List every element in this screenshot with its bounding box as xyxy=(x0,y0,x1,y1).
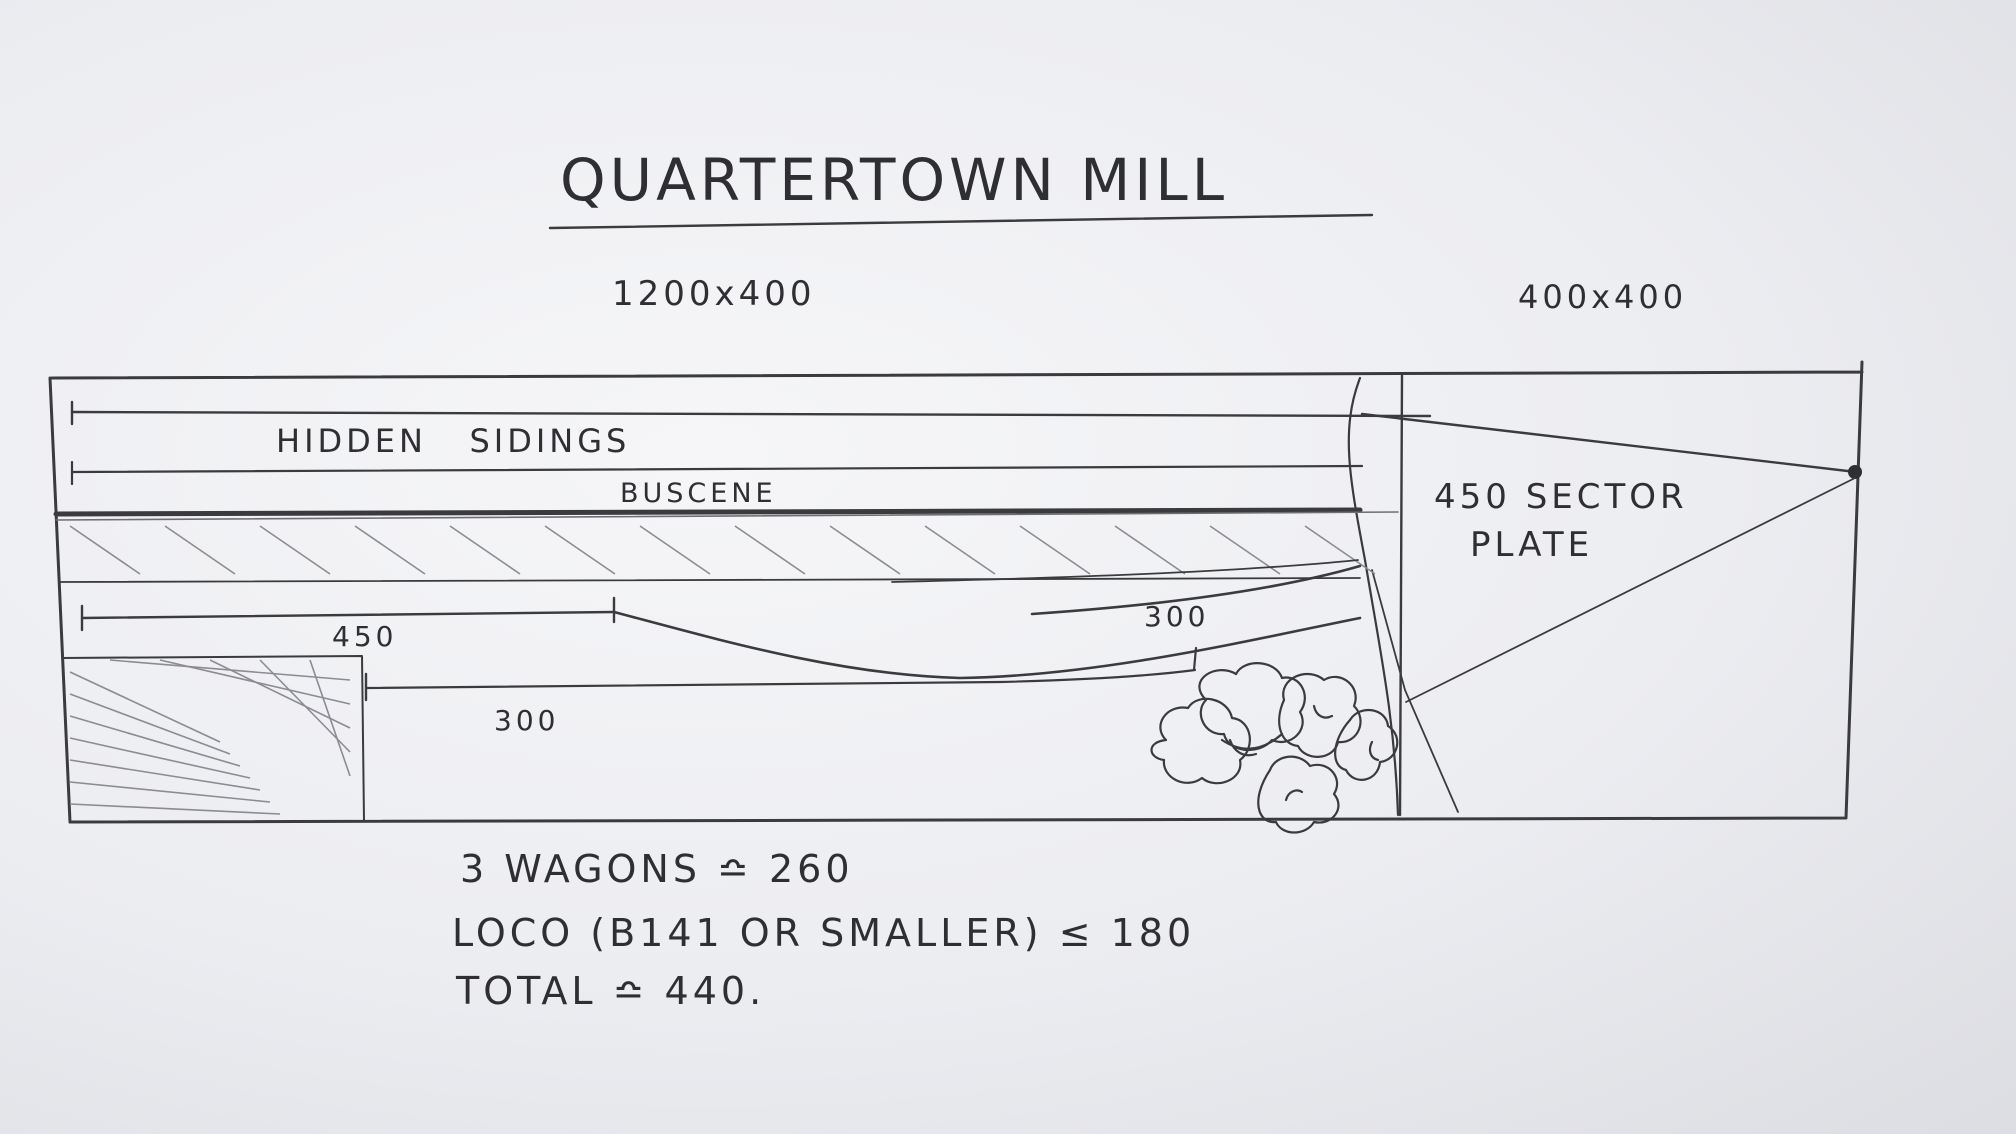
block-hatch-line xyxy=(69,759,261,791)
drawing-title: QUARTERTOWN MILL xyxy=(560,146,1228,214)
baseboard-outline xyxy=(48,360,1864,824)
hidden-siding-track-1 xyxy=(70,410,1432,418)
block-hatch-line xyxy=(259,659,351,753)
relief-hatch-line xyxy=(164,525,236,575)
sector-plate-lower-line xyxy=(1405,477,1856,703)
hidden-sidings-label: HIDDEN SIDINGS xyxy=(276,422,630,460)
relief-hatch-line xyxy=(924,525,996,575)
cutting-edge-line xyxy=(1371,569,1459,813)
headshunt-track-450 xyxy=(80,610,616,620)
relief-strip-edge xyxy=(59,577,1361,583)
relief-hatch-line xyxy=(1304,525,1376,575)
lower-siding-track-300 xyxy=(364,668,1197,690)
sector-plate-top-line xyxy=(1360,412,1858,474)
main-curve-track xyxy=(612,610,1362,680)
relief-hatch-line xyxy=(544,525,616,575)
right-board-size: 400x400 xyxy=(1518,278,1687,316)
relief-hatch-line xyxy=(1019,525,1091,575)
upper-siding-300 xyxy=(1030,564,1362,616)
relief-hatch-line xyxy=(354,525,426,575)
relief-hatch-line xyxy=(1114,525,1186,575)
relief-hatch-line xyxy=(1209,525,1281,575)
sector-plate-label-line2: PLATE xyxy=(1470,525,1593,565)
note-loco: LOCO (B141 OR SMALLER) ≤ 180 xyxy=(452,911,1195,955)
scenic-break-curve xyxy=(1347,376,1400,817)
block-hatch-line xyxy=(69,781,271,803)
block-hatch-line xyxy=(69,693,231,755)
relief-hatch-line xyxy=(69,525,141,575)
relief-hatch-line xyxy=(734,525,806,575)
block-hatch-line xyxy=(69,737,251,779)
block-hatch-line xyxy=(69,671,221,743)
point-mark-2 xyxy=(1192,646,1198,672)
note-wagons: 3 WAGONS ≏ 260 xyxy=(460,847,854,891)
relief-hatch-line xyxy=(259,525,331,575)
buscene-label: BUSCENE xyxy=(620,478,777,509)
block-hatch-line xyxy=(69,715,241,767)
relief-hatch-line xyxy=(829,525,901,575)
relief-hatching xyxy=(69,525,1376,575)
block-hatch-line xyxy=(69,803,281,815)
hidden-siding-track-2 xyxy=(70,464,1364,474)
tree-cluster xyxy=(1150,662,1399,834)
sector-plate-pivot xyxy=(1848,465,1862,479)
lower-block-outline xyxy=(61,655,365,821)
title-underline xyxy=(548,213,1374,230)
siding-length-300-right: 300 xyxy=(1144,600,1209,633)
board-joint xyxy=(1398,373,1404,817)
siding-length-450: 450 xyxy=(332,620,397,653)
siding-length-300-lower: 300 xyxy=(494,704,559,737)
left-board-size: 1200x400 xyxy=(612,274,816,314)
backscene-line-lower xyxy=(55,511,1399,521)
relief-hatch-line xyxy=(639,525,711,575)
block-hatch-line xyxy=(309,659,351,777)
backscene-line xyxy=(53,507,1363,517)
relief-hatch-line xyxy=(449,525,521,575)
lower-block-hatching xyxy=(69,659,351,815)
backscene-curve xyxy=(891,559,1359,583)
block-hatch-line xyxy=(209,659,351,729)
sector-plate-label-line1: 450 SECTOR xyxy=(1434,477,1688,517)
note-total: TOTAL ≏ 440. xyxy=(455,969,765,1013)
